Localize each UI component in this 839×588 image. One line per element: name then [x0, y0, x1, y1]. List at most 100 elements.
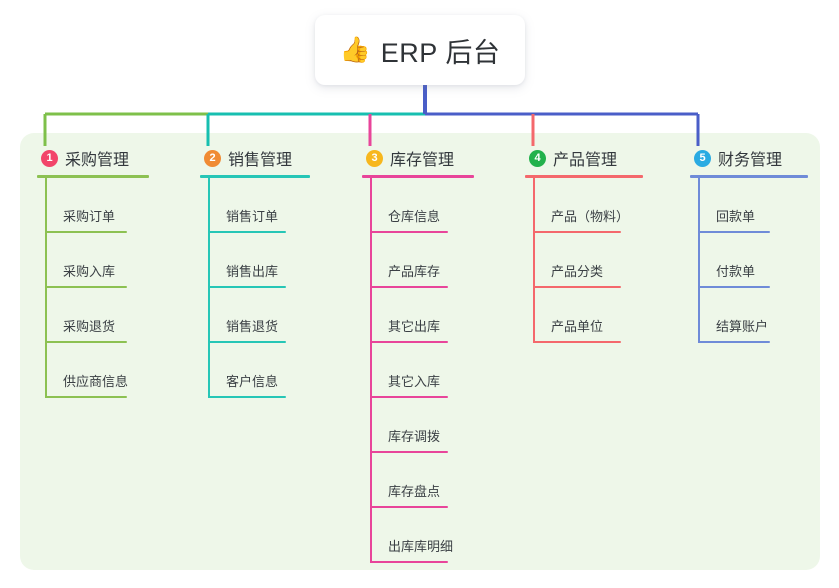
column-header-rule [200, 175, 310, 178]
column-title: 财务管理 [718, 152, 783, 169]
menu-item-label: 产品单位 [551, 319, 604, 334]
column-header-rule [362, 175, 474, 178]
menu-item[interactable]: 付款单 [690, 233, 808, 288]
column-财务管理: 5 财务管理回款单付款单结算账户 [690, 146, 808, 343]
column-number-badge: 4 [529, 149, 546, 167]
menu-item-label: 产品库存 [388, 264, 441, 279]
menu-item[interactable]: 仓库信息 [362, 178, 474, 233]
root-node-card[interactable]: 👍 ERP 后台 [315, 15, 525, 85]
column-items: 销售订单销售出库销售退货客户信息 [200, 178, 310, 398]
menu-item[interactable]: 回款单 [690, 178, 808, 233]
column-库存管理: 3 库存管理仓库信息产品库存其它出库其它入库库存调拨库存盘点出库库明细 [362, 146, 474, 563]
menu-item-label: 结算账户 [716, 319, 769, 334]
column-销售管理: 2 销售管理销售订单销售出库销售退货客户信息 [200, 146, 310, 398]
menu-item-label: 仓库信息 [388, 209, 441, 224]
menu-item-rule [698, 341, 770, 343]
column-header-3[interactable]: 3 库存管理 [362, 146, 474, 170]
menu-item-rule [370, 506, 448, 508]
menu-item[interactable]: 销售订单 [200, 178, 310, 233]
menu-item-label: 采购退货 [63, 319, 116, 334]
menu-item[interactable]: 产品库存 [362, 233, 474, 288]
menu-item-rule [533, 231, 621, 233]
column-spine [208, 178, 210, 398]
column-title: 采购管理 [65, 152, 130, 169]
menu-item[interactable]: 销售出库 [200, 233, 310, 288]
menu-item[interactable]: 客户信息 [200, 343, 310, 398]
column-header-5[interactable]: 5 财务管理 [690, 146, 808, 170]
menu-item-rule [45, 286, 127, 288]
menu-item-label: 回款单 [716, 209, 756, 224]
column-items: 采购订单采购入库采购退货供应商信息 [37, 178, 149, 398]
menu-item[interactable]: 出库库明细 [362, 508, 474, 563]
menu-item[interactable]: 产品单位 [525, 288, 643, 343]
column-title: 产品管理 [553, 152, 618, 169]
menu-item[interactable]: 库存调拨 [362, 398, 474, 453]
menu-item[interactable]: 采购订单 [37, 178, 149, 233]
menu-item[interactable]: 销售退货 [200, 288, 310, 343]
menu-item[interactable]: 其它出库 [362, 288, 474, 343]
menu-item[interactable]: 产品（物料） [525, 178, 643, 233]
menu-item-label: 客户信息 [226, 374, 279, 389]
menu-item-rule [698, 286, 770, 288]
column-number-badge: 1 [41, 149, 58, 167]
column-spine [698, 178, 700, 343]
root-node-content: 👍 ERP 后台 [340, 31, 501, 70]
menu-item-rule [45, 396, 127, 398]
menu-item-rule [45, 231, 127, 233]
menu-item-label: 供应商信息 [63, 374, 129, 389]
menu-item-label: 销售订单 [226, 209, 279, 224]
menu-item-label: 产品分类 [551, 264, 604, 279]
menu-item[interactable]: 结算账户 [690, 288, 808, 343]
root-node-title: ERP 后台 [380, 37, 501, 68]
menu-item-label: 采购订单 [63, 209, 116, 224]
menu-item-rule [370, 396, 448, 398]
column-产品管理: 4 产品管理产品（物料） 产品分类产品单位 [525, 146, 643, 343]
menu-item-rule [208, 396, 286, 398]
menu-item-rule [370, 451, 448, 453]
menu-item[interactable]: 采购入库 [37, 233, 149, 288]
column-items: 产品（物料） 产品分类产品单位 [525, 178, 643, 343]
column-spine [45, 178, 47, 398]
column-header-rule [37, 175, 149, 178]
menu-item-label: 销售出库 [226, 264, 279, 279]
menu-item[interactable]: 库存盘点 [362, 453, 474, 508]
column-spine [533, 178, 535, 343]
menu-item-label: 其它出库 [388, 319, 441, 334]
menu-item-label: 销售退货 [226, 319, 279, 334]
menu-item-rule [208, 231, 286, 233]
menu-item-label: 产品（物料） [551, 209, 630, 224]
menu-item-rule [208, 286, 286, 288]
column-number-badge: 2 [204, 149, 221, 167]
menu-item[interactable]: 产品分类 [525, 233, 643, 288]
column-header-1[interactable]: 1 采购管理 [37, 146, 149, 170]
menu-item[interactable]: 供应商信息 [37, 343, 149, 398]
column-spine [370, 178, 372, 563]
menu-item-label: 库存调拨 [388, 429, 441, 444]
menu-item-label: 库存盘点 [388, 484, 441, 499]
column-header-rule [690, 175, 808, 178]
menu-item-label: 出库库明细 [388, 539, 454, 554]
column-number-badge: 5 [694, 149, 711, 167]
column-items: 回款单付款单结算账户 [690, 178, 808, 343]
menu-item-rule [208, 341, 286, 343]
menu-item-rule [370, 286, 448, 288]
column-title: 库存管理 [390, 152, 455, 169]
menu-item-rule [45, 341, 127, 343]
menu-item[interactable]: 其它入库 [362, 343, 474, 398]
column-items: 仓库信息产品库存其它出库其它入库库存调拨库存盘点出库库明细 [362, 178, 474, 563]
menu-item-rule [370, 341, 448, 343]
menu-item-rule [533, 286, 621, 288]
column-header-4[interactable]: 4 产品管理 [525, 146, 643, 170]
menu-item-rule [370, 231, 448, 233]
menu-item[interactable]: 采购退货 [37, 288, 149, 343]
menu-item-rule [698, 231, 770, 233]
thumbs-up-icon: 👍 [339, 35, 371, 64]
menu-item-label: 其它入库 [388, 374, 441, 389]
column-title: 销售管理 [228, 152, 293, 169]
columns-panel [20, 133, 820, 570]
column-header-2[interactable]: 2 销售管理 [200, 146, 310, 170]
menu-item-label: 付款单 [716, 264, 756, 279]
column-number-badge: 3 [366, 149, 383, 167]
menu-item-rule [533, 341, 621, 343]
